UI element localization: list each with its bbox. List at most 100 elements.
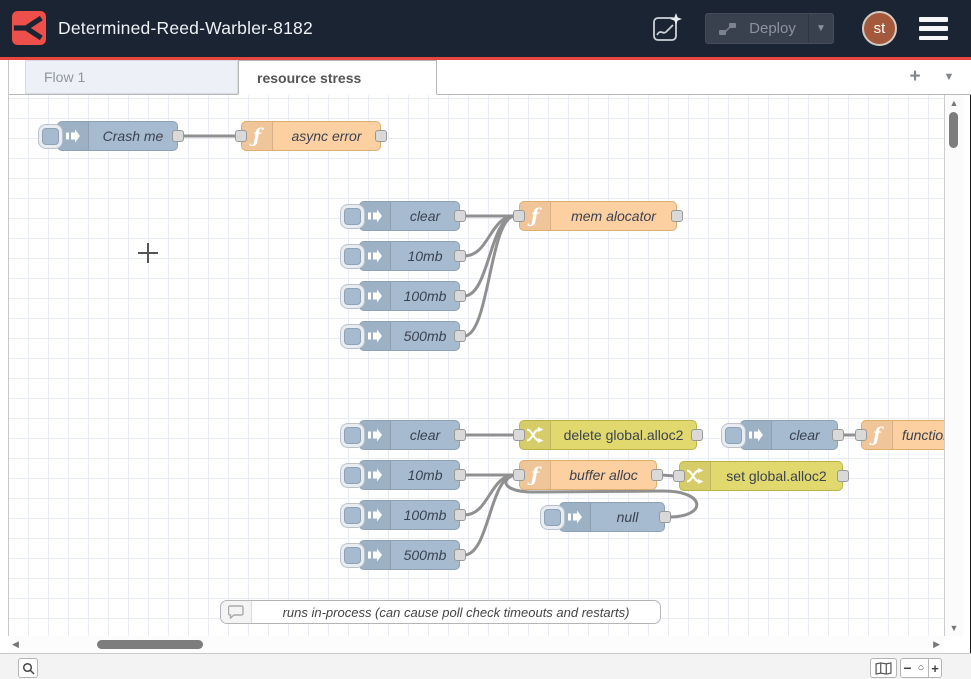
output-port[interactable] xyxy=(671,210,683,222)
palette-edge xyxy=(0,60,9,653)
flow-list-caret[interactable]: ▼ xyxy=(943,71,955,83)
inject-trigger-button[interactable] xyxy=(340,283,365,309)
horizontal-scroll-thumb[interactable] xyxy=(97,640,203,649)
inject-arrow-icon xyxy=(360,501,391,529)
user-avatar[interactable]: st xyxy=(862,11,897,46)
inject-arrow-icon xyxy=(360,322,391,350)
add-flow-button[interactable]: + xyxy=(909,66,921,87)
inject-trigger-button[interactable] xyxy=(340,422,365,448)
function-f-icon: ƒ xyxy=(242,122,273,150)
output-port[interactable] xyxy=(454,210,466,222)
inject-trigger-button[interactable] xyxy=(38,123,63,149)
scroll-down-arrow[interactable]: ▼ xyxy=(949,623,959,633)
input-port[interactable] xyxy=(513,429,525,441)
deploy-options-caret[interactable]: ▼ xyxy=(808,14,833,43)
tab-resource-stress[interactable]: resource stress xyxy=(238,60,437,95)
node-label: async error xyxy=(291,128,362,144)
inject-trigger-button[interactable] xyxy=(721,422,746,448)
deploy-label: Deploy xyxy=(749,20,796,37)
change-shuffle-icon xyxy=(680,462,711,490)
node-10mb-1[interactable]: 10mb xyxy=(340,241,466,271)
footer-toolbar: − ○ + xyxy=(0,653,971,679)
inject-arrow-icon xyxy=(560,503,591,531)
output-port[interactable] xyxy=(651,469,663,481)
inject-arrow-icon xyxy=(58,122,89,150)
node-label: 100mb xyxy=(403,507,447,523)
navigator-button[interactable] xyxy=(870,658,897,678)
inject-trigger-button[interactable] xyxy=(540,504,565,530)
input-port[interactable] xyxy=(513,469,525,481)
wire-buffer-alloc-to-set-global-alloc2[interactable] xyxy=(659,473,677,478)
node-clear-3[interactable]: clear xyxy=(721,420,844,450)
node-label: mem alocator xyxy=(571,208,656,224)
output-port[interactable] xyxy=(454,549,466,561)
node-100mb-2[interactable]: 100mb xyxy=(340,500,466,530)
node-clear-2[interactable]: clear xyxy=(340,420,466,450)
vertical-scrollbar[interactable]: ▲ ▼ xyxy=(944,95,963,636)
deploy-button[interactable]: Deploy ▼ xyxy=(705,13,834,44)
output-port[interactable] xyxy=(375,130,387,142)
node-10mb-2[interactable]: 10mb xyxy=(340,460,466,490)
zoom-in-button[interactable]: + xyxy=(928,658,942,678)
input-port[interactable] xyxy=(673,470,685,482)
node-500mb-1[interactable]: 500mb xyxy=(340,321,466,351)
output-port[interactable] xyxy=(454,469,466,481)
output-port[interactable] xyxy=(454,290,466,302)
inject-trigger-button[interactable] xyxy=(340,243,365,269)
node-label: null xyxy=(616,509,639,525)
vertical-scroll-thumb[interactable] xyxy=(949,112,958,148)
output-port[interactable] xyxy=(837,470,849,482)
wire-null-inject-to-buffer-alloc[interactable] xyxy=(504,473,699,519)
input-port[interactable] xyxy=(513,210,525,222)
scroll-up-arrow[interactable]: ▲ xyxy=(949,98,959,108)
output-port[interactable] xyxy=(454,250,466,262)
output-port[interactable] xyxy=(454,429,466,441)
node-comment-1[interactable]: runs in-process (can cause poll check ti… xyxy=(220,600,661,624)
search-button[interactable] xyxy=(18,658,38,678)
output-port[interactable] xyxy=(659,511,671,523)
inject-trigger-button[interactable] xyxy=(340,502,365,528)
node-set-global-alloc2[interactable]: set global.alloc2 xyxy=(673,461,849,491)
node-label: clear xyxy=(409,427,441,443)
horizontal-scrollbar[interactable]: ◀ ▶ xyxy=(8,636,944,653)
node-delete-global-alloc2[interactable]: delete global.alloc2 xyxy=(513,420,703,450)
main-menu-icon[interactable] xyxy=(919,17,948,40)
inject-trigger-button[interactable] xyxy=(340,542,365,568)
flowfuse-logo-icon xyxy=(12,11,46,45)
wire-500mb-1-to-mem-alocator[interactable] xyxy=(462,214,517,338)
tab-flow-1[interactable]: Flow 1 xyxy=(25,60,238,94)
output-port[interactable] xyxy=(172,130,184,142)
tab-label: Flow 1 xyxy=(44,69,86,85)
zoom-reset-button[interactable]: ○ xyxy=(914,658,928,678)
node-clear-1[interactable]: clear xyxy=(340,201,466,231)
node-null-inject[interactable]: null xyxy=(540,502,671,532)
node-label: buffer alloc xyxy=(569,467,638,483)
node-async-error[interactable]: ƒ async error xyxy=(235,121,387,151)
header-accent-line xyxy=(0,57,971,60)
node-500mb-2[interactable]: 500mb xyxy=(340,540,466,570)
zoom-out-button[interactable]: − xyxy=(900,658,915,678)
inject-trigger-button[interactable] xyxy=(340,323,365,349)
map-icon xyxy=(875,661,892,675)
function-f-icon: ƒ xyxy=(520,202,551,230)
output-port[interactable] xyxy=(832,429,844,441)
node-function-1[interactable]: ƒfunction xyxy=(855,420,944,450)
scroll-left-arrow[interactable]: ◀ xyxy=(12,639,19,649)
output-port[interactable] xyxy=(691,429,703,441)
flow-canvas[interactable]: Crash me ƒ async error clear 10mb 100mb 500mb ƒ… xyxy=(0,95,944,636)
header-bar: Determined-Reed-Warbler-8182 Deploy ▼ st xyxy=(0,0,971,57)
node-mem-alocator[interactable]: ƒ mem alocator xyxy=(513,201,683,231)
node-crash-me[interactable]: Crash me xyxy=(38,121,184,151)
tab-label: resource stress xyxy=(257,69,362,86)
assistant-icon[interactable] xyxy=(651,12,683,44)
node-100mb-1[interactable]: 100mb xyxy=(340,281,466,311)
inject-trigger-button[interactable] xyxy=(340,203,365,229)
output-port[interactable] xyxy=(454,509,466,521)
input-port[interactable] xyxy=(855,429,867,441)
scroll-right-arrow[interactable]: ▶ xyxy=(933,639,940,649)
input-port[interactable] xyxy=(235,130,247,142)
output-port[interactable] xyxy=(454,330,466,342)
inject-trigger-button[interactable] xyxy=(340,462,365,488)
